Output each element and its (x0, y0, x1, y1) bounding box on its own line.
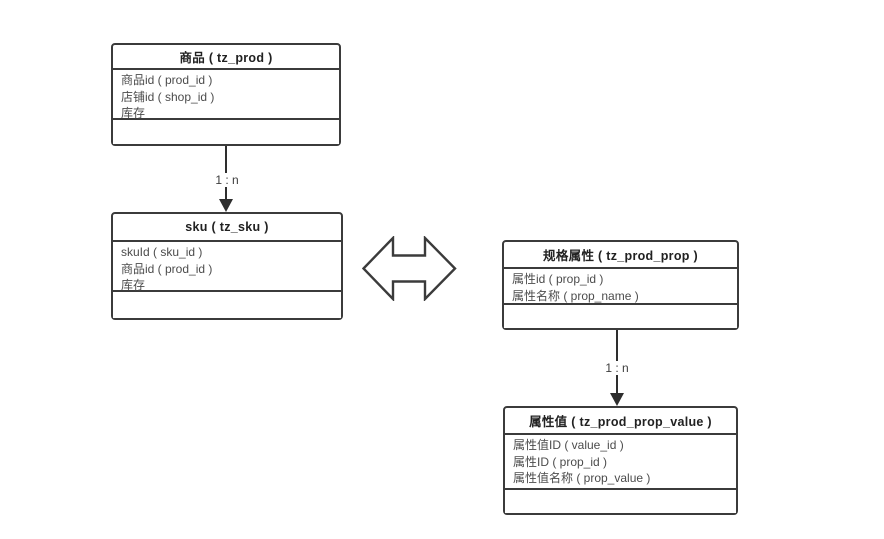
field-row: 属性名称 ( prop_name ) (512, 288, 639, 303)
entity-table-prod: 商品 ( tz_prod ) 商品id ( prod_id ) 店铺id ( s… (111, 43, 341, 146)
cardinality-label: 1 : n (212, 173, 242, 187)
entity-empty-section (113, 120, 339, 144)
field-row: 商品id ( prod_id ) (121, 261, 213, 276)
arrowhead-down-icon (610, 393, 624, 406)
field-row: 属性ID ( prop_id ) (513, 454, 608, 469)
entity-title: 规格属性 ( tz_prod_prop ) (504, 242, 737, 269)
entity-table-prod-prop: 规格属性 ( tz_prod_prop ) 属性id ( prop_id ) 属… (502, 240, 739, 330)
entity-empty-section (113, 292, 341, 318)
entity-title: 商品 ( tz_prod ) (113, 45, 339, 70)
entity-field-list: 属性值ID ( value_id ) 属性ID ( prop_id ) 属性值名… (505, 435, 736, 490)
cardinality-label: 1 : n (602, 361, 632, 375)
entity-empty-section (504, 305, 737, 328)
arrowhead-down-icon (219, 199, 233, 212)
entity-table-sku: sku ( tz_sku ) skuId ( sku_id ) 商品id ( p… (111, 212, 343, 320)
entity-field-list: 商品id ( prod_id ) 店铺id ( shop_id ) 库存 (113, 70, 339, 120)
entity-title: 属性值 ( tz_prod_prop_value ) (505, 408, 736, 435)
field-row: 属性id ( prop_id ) (512, 272, 604, 286)
entity-table-prod-prop-value: 属性值 ( tz_prod_prop_value ) 属性值ID ( value… (503, 406, 738, 515)
field-row: 属性值ID ( value_id ) (513, 438, 624, 452)
left-right-double-arrow-icon (362, 236, 457, 301)
field-row: skuId ( sku_id ) (121, 245, 203, 259)
field-row: 商品id ( prod_id ) (121, 73, 213, 87)
entity-field-list: 属性id ( prop_id ) 属性名称 ( prop_name ) (504, 269, 737, 305)
entity-field-list: skuId ( sku_id ) 商品id ( prod_id ) 库存 (113, 242, 341, 292)
field-row: 属性值名称 ( prop_value ) (513, 471, 651, 485)
field-row: 店铺id ( shop_id ) (121, 89, 215, 104)
entity-empty-section (505, 490, 736, 513)
entity-title: sku ( tz_sku ) (113, 214, 341, 242)
field-row: 库存 (121, 278, 146, 292)
field-row: 库存 (121, 106, 146, 120)
